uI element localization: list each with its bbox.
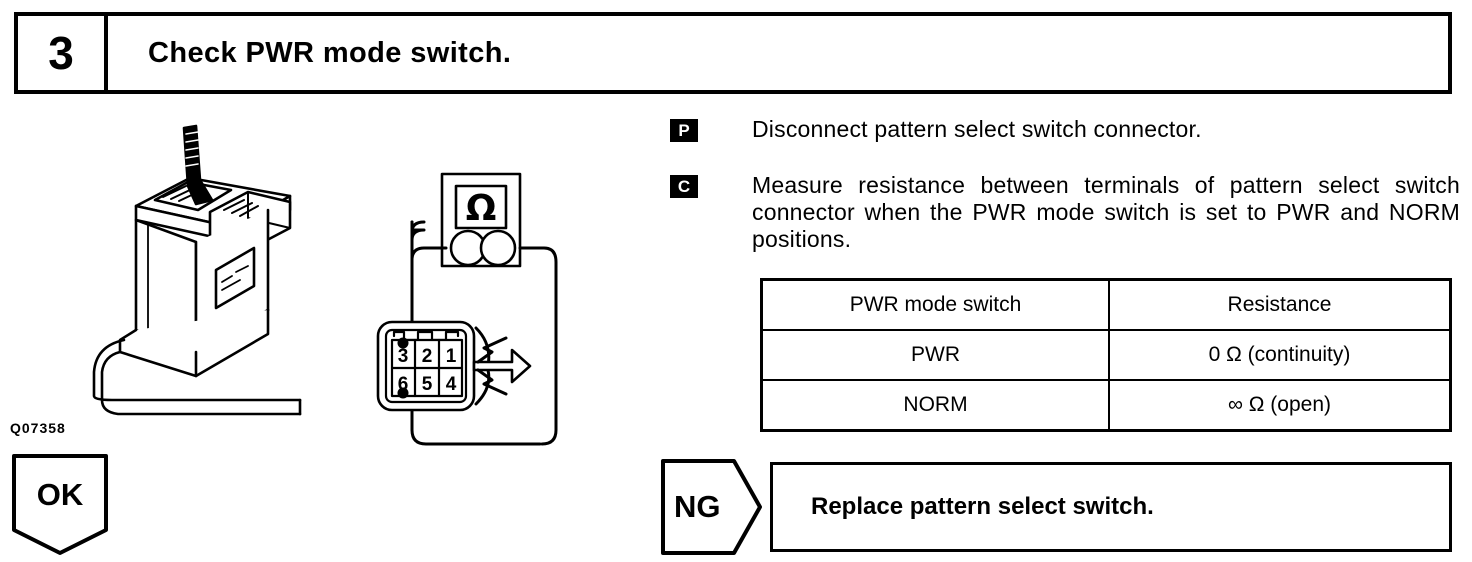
terminal-label-4: 4 [446, 374, 457, 395]
step-header-bar: 3 Check PWR mode switch. [14, 12, 1452, 94]
table-cell-mode-norm: NORM [760, 379, 1110, 432]
badge-c-icon: C [670, 175, 698, 198]
ng-result-arrow: NG [660, 458, 765, 556]
instruction-text-p: Disconnect pattern select switch connect… [752, 116, 1202, 142]
terminal-label-5: 5 [422, 374, 433, 395]
terminal-label-1: 1 [446, 346, 457, 367]
instruction-item-p: P Disconnect pattern select switch conne… [670, 116, 1460, 143]
step-title: Check PWR mode switch. [148, 36, 512, 69]
step-number: 3 [48, 27, 74, 79]
terminal-label-2: 2 [422, 346, 433, 367]
ng-action-box: Replace pattern select switch. [770, 462, 1452, 552]
table-header-row: PWR mode switch Resistance [760, 278, 1452, 331]
table-cell-mode-pwr: PWR [760, 329, 1110, 381]
instruction-text-c: Measure resistance between terminals of … [752, 172, 1460, 252]
step-number-cell: 3 [18, 16, 108, 90]
ok-label: OK [36, 477, 84, 512]
table-header-resistance: Resistance [1108, 278, 1452, 331]
ng-label: NG [674, 489, 721, 524]
ohm-symbol-icon: Ω [466, 188, 497, 229]
table-cell-resistance-pwr: 0 Ω (continuity) [1108, 329, 1452, 381]
ohmmeter [440, 172, 522, 268]
wire-harness [92, 338, 302, 416]
terminal-label-6: 6 [398, 374, 409, 395]
pattern-select-switch-connector [376, 320, 532, 412]
shift-console-illustration [118, 124, 292, 378]
ok-result-shield: OK [10, 452, 110, 557]
terminal-label-3: 3 [398, 346, 409, 367]
ng-arrow-shape [661, 459, 762, 555]
table-row: NORM ∞ Ω (open) [760, 379, 1452, 432]
table-header-switch: PWR mode switch [760, 278, 1110, 331]
step-title-cell: Check PWR mode switch. [108, 16, 1448, 90]
ng-action-text: Replace pattern select switch. [811, 493, 1154, 520]
table-cell-resistance-norm: ∞ Ω (open) [1108, 379, 1452, 432]
figure-code: Q07358 [10, 420, 66, 436]
resistance-table: PWR mode switch Resistance PWR 0 Ω (cont… [760, 278, 1452, 432]
test-setup-illustration: Ω [92, 124, 558, 446]
ok-shield-shape [12, 454, 108, 555]
badge-p-icon: P [670, 119, 698, 142]
table-row: PWR 0 Ω (continuity) [760, 329, 1452, 381]
instruction-item-c: C Measure resistance between terminals o… [670, 172, 1460, 253]
